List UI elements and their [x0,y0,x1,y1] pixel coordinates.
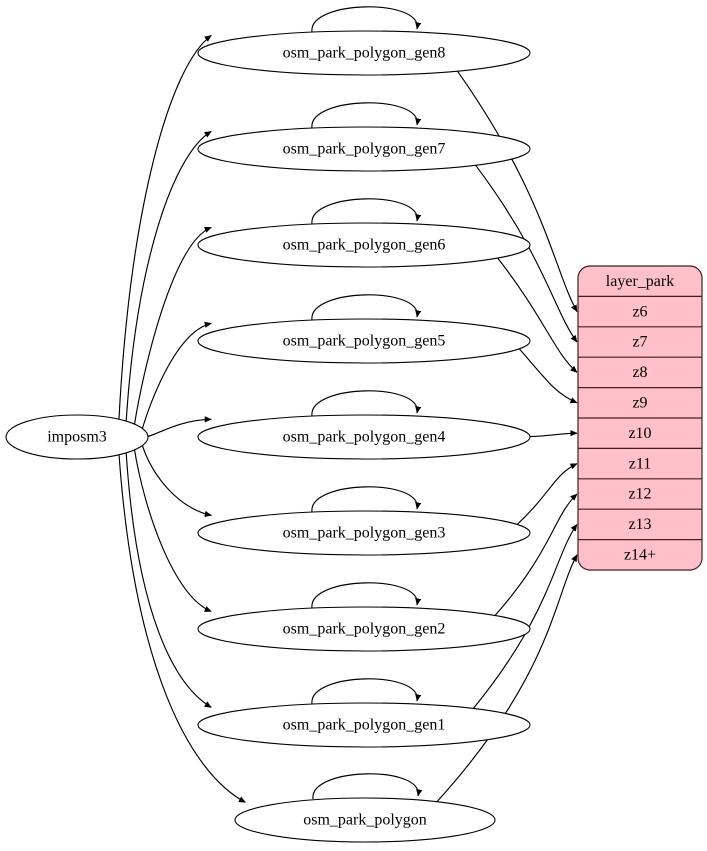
node-osm_park_polygon_gen1[interactable]: osm_park_polygon_gen1 [197,702,531,748]
node-osm_park_polygon_gen5-label: osm_park_polygon_gen5 [283,333,446,350]
node-osm_park_polygon_gen1-label: osm_park_polygon_gen1 [283,717,446,734]
node-osm_park_polygon_gen5-shape[interactable] [197,318,531,364]
nodes-layer: imposm3 osm_park_polygon_gen8 osm_park_pol… [5,30,531,843]
node-osm_park_polygon_gen7[interactable]: osm_park_polygon_gen7 [197,126,531,172]
node-osm_park_polygon_gen7-label: osm_park_polygon_gen7 [283,141,446,158]
node-osm_park_polygon_gen6[interactable]: osm_park_polygon_gen6 [197,222,531,268]
node-osm_park_polygon_gen2[interactable]: osm_park_polygon_gen2 [197,606,531,652]
node-osm_park_polygon_gen6-shape[interactable] [197,222,531,268]
node-osm_park_polygon_gen2-label: osm_park_polygon_gen2 [283,621,446,638]
table-row-label-z7[interactable]: z7 [632,334,647,351]
edges-layer [118,6,578,803]
edge-osm_park_polygon-to-z14+[interactable] [436,554,578,803]
self-loop-edge-osm_park_polygon[interactable] [312,773,423,800]
node-osm_park_polygon_gen4[interactable]: osm_park_polygon_gen4 [197,414,531,460]
node-imposm3-shape[interactable] [5,414,149,460]
node-osm_park_polygon_gen2-shape[interactable] [197,606,531,652]
node-osm_park_polygon_gen3-label: osm_park_polygon_gen3 [283,525,446,542]
node-osm_park_polygon_gen4-label: osm_park_polygon_gen4 [283,429,446,446]
edge-osm_park_polygon_gen2-to-z12[interactable] [494,493,578,617]
edge-imposm3-to-osm_park_polygon_gen1[interactable] [125,452,212,708]
edge-osm_park_polygon_gen1-to-z13[interactable] [472,523,578,709]
table-row-label-z8[interactable]: z8 [632,364,647,381]
edge-osm_park_polygon_gen4-to-z10[interactable] [527,430,578,438]
table-row-label-z10[interactable]: z10 [628,425,651,442]
table-row-label-z12[interactable]: z12 [628,486,651,503]
self-loop-edge-osm_park_polygon_gen7[interactable] [311,102,422,129]
table-header-label: layer_park [606,273,674,290]
self-loop-edge-osm_park_polygon_gen4[interactable] [311,390,422,417]
node-osm_park_polygon_gen1-shape[interactable] [197,702,531,748]
node-osm_park_polygon_gen3-shape[interactable] [197,510,531,556]
edge-imposm3-to-osm_park_polygon_gen5[interactable] [141,321,212,431]
self-loop-edge-osm_park_polygon_gen5[interactable] [311,294,422,321]
node-osm_park_polygon_gen7-shape[interactable] [197,126,531,172]
self-loop-edge-osm_park_polygon_gen8[interactable] [311,6,422,33]
node-imposm3[interactable]: imposm3 [5,414,149,460]
self-loop-edge-osm_park_polygon_gen3[interactable] [311,486,422,513]
edge-imposm3-to-osm_park_polygon_gen2[interactable] [133,449,212,612]
node-osm_park_polygon_gen8-shape[interactable] [197,30,531,76]
node-osm_park_polygon_gen3[interactable]: osm_park_polygon_gen3 [197,510,531,556]
table-row-label-z6[interactable]: z6 [632,303,647,320]
node-osm_park_polygon_gen5[interactable]: osm_park_polygon_gen5 [197,318,531,364]
self-loop-edge-osm_park_polygon_gen1[interactable] [311,678,422,705]
self-loop-edge-osm_park_polygon_gen2[interactable] [311,582,422,609]
self-loop-edge-osm_park_polygon_gen6[interactable] [311,198,422,225]
table-row-label-z13[interactable]: z13 [628,516,651,533]
node-osm_park_polygon_gen4-shape[interactable] [197,414,531,460]
edge-osm_park_polygon_gen3-to-z11[interactable] [516,463,578,526]
edge-imposm3-to-osm_park_polygon_gen3[interactable] [141,443,212,518]
edge-osm_park_polygon_gen7-to-z7[interactable] [475,164,578,343]
edge-imposm3-to-osm_park_polygon[interactable] [118,454,246,803]
edge-osm_park_polygon_gen6-to-z8[interactable] [497,257,578,373]
edge-imposm3-to-osm_park_polygon_gen7[interactable] [125,130,212,422]
node-osm_park_polygon_gen8[interactable]: osm_park_polygon_gen8 [197,30,531,76]
edge-imposm3-to-osm_park_polygon_gen8[interactable] [118,34,212,420]
edge-osm_park_polygon_gen8-to-z6[interactable] [456,70,578,313]
table-row-label-z11[interactable]: z11 [629,455,652,472]
edge-osm_park_polygon_gen5-to-z9[interactable] [518,347,578,404]
node-osm_park_polygon-label: osm_park_polygon [303,812,427,829]
table-row-label-z9[interactable]: z9 [632,394,647,411]
node-osm_park_polygon_gen6-label: osm_park_polygon_gen6 [283,237,446,254]
node-osm_park_polygon_gen8-label: osm_park_polygon_gen8 [283,45,446,62]
node-osm_park_polygon[interactable]: osm_park_polygon [234,797,496,843]
edge-imposm3-to-osm_park_polygon_gen6[interactable] [133,226,212,425]
node-osm_park_polygon-shape[interactable] [234,797,496,843]
table-layer-layer-park: layer_park z6 z7 z8 z9 z10 z11 z12 z13 z14+ [577,265,703,571]
node-imposm3-label: imposm3 [47,429,107,446]
table-row-label-z14+[interactable]: z14+ [624,546,656,563]
